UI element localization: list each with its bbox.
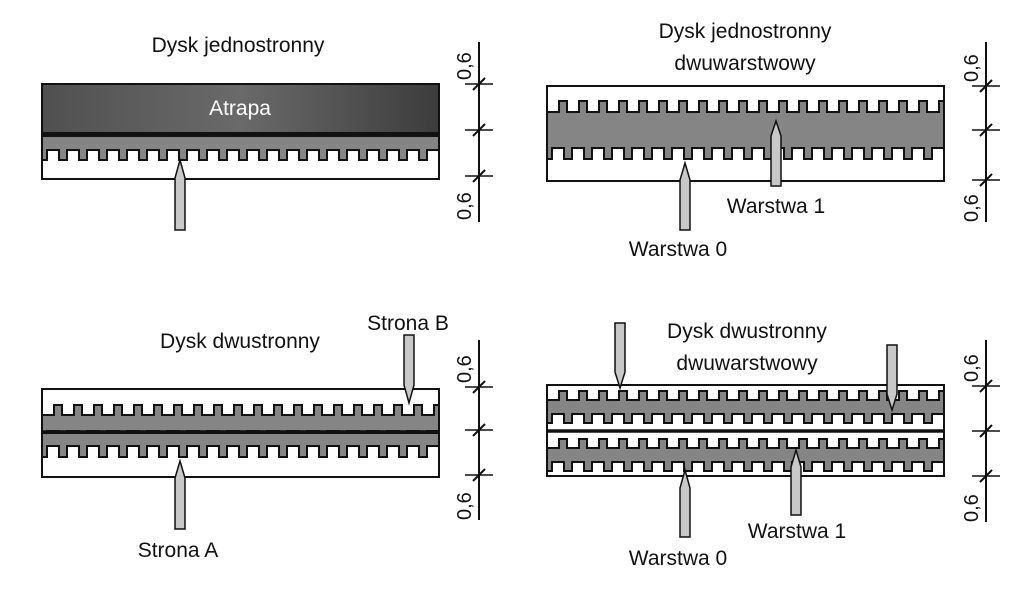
dimension-scale-bottom-left: 0,6 0,6 (454, 340, 493, 520)
panel-title-double-sided: Dysk dwustronny (160, 330, 320, 353)
dimension-label: 0,6 (961, 354, 983, 382)
panel-title-line2: dwuwarstwowy (676, 352, 818, 375)
side-b-label: Strona B (367, 312, 449, 335)
layer1-label: Warstwa 1 (748, 520, 846, 543)
laser-beam-arrow (174, 157, 186, 231)
panel-single-sided: Dysk jednostronny Atrapa (41, 34, 440, 231)
laser-arrow-layer1 (790, 447, 802, 516)
laser-arrow-layer1 (770, 118, 782, 187)
panel-title-line1: Dysk jednostronny (659, 20, 832, 43)
laser-arrow-side-a (174, 458, 186, 530)
panel-title-line2: dwuwarstwowy (674, 52, 816, 75)
dimension-label: 0,6 (454, 192, 476, 220)
dual-data-layer-side-b (546, 390, 945, 424)
dimension-scale-top-right: 0,6 0,6 (961, 42, 1000, 222)
dimension-label: 0,6 (961, 54, 983, 82)
panel-single-sided-dual-layer: Dysk jednostronny dwuwarstwowy Warstwa 1… (546, 20, 945, 261)
dimension-scale-bottom-right: 0,6 0,6 (961, 340, 1000, 522)
dimension-label: 0,6 (454, 355, 476, 383)
laser-arrow-layer0 (679, 160, 691, 231)
panel-title-line1: Dysk dwustronny (667, 320, 827, 343)
dummy-label: Atrapa (209, 97, 271, 120)
dimension-label: 0,6 (961, 494, 983, 522)
laser-arrow-layer0 (679, 467, 691, 538)
dimension-scale-top-left: 0,6 0,6 (454, 42, 493, 222)
layer0-label: Warstwa 0 (629, 238, 727, 261)
layer1-label: Warstwa 1 (727, 195, 825, 218)
dual-data-layer-side-a (546, 438, 945, 472)
dummy-substrate (41, 83, 440, 135)
dimension-label: 0,6 (454, 492, 476, 520)
dimension-label: 0,6 (961, 194, 983, 222)
dual-data-layer (546, 100, 945, 160)
dimension-label: 0,6 (454, 52, 476, 80)
panel-double-sided-dual-layer: Dysk dwustronny dwuwarstwowy Warstwa 1 W… (546, 320, 945, 570)
laser-arrow-top-left (614, 322, 626, 391)
layer0-label: Warstwa 0 (629, 547, 727, 570)
laser-arrow-side-b (403, 334, 415, 406)
data-layer-side-a (41, 432, 440, 458)
data-layer-pits (41, 135, 440, 161)
panel-double-sided: Dysk dwustronny Strona B Strona A (41, 312, 449, 562)
panel-title-single-sided: Dysk jednostronny (152, 34, 325, 57)
laser-arrow-top-right (886, 344, 898, 413)
side-a-label: Strona A (138, 539, 219, 562)
